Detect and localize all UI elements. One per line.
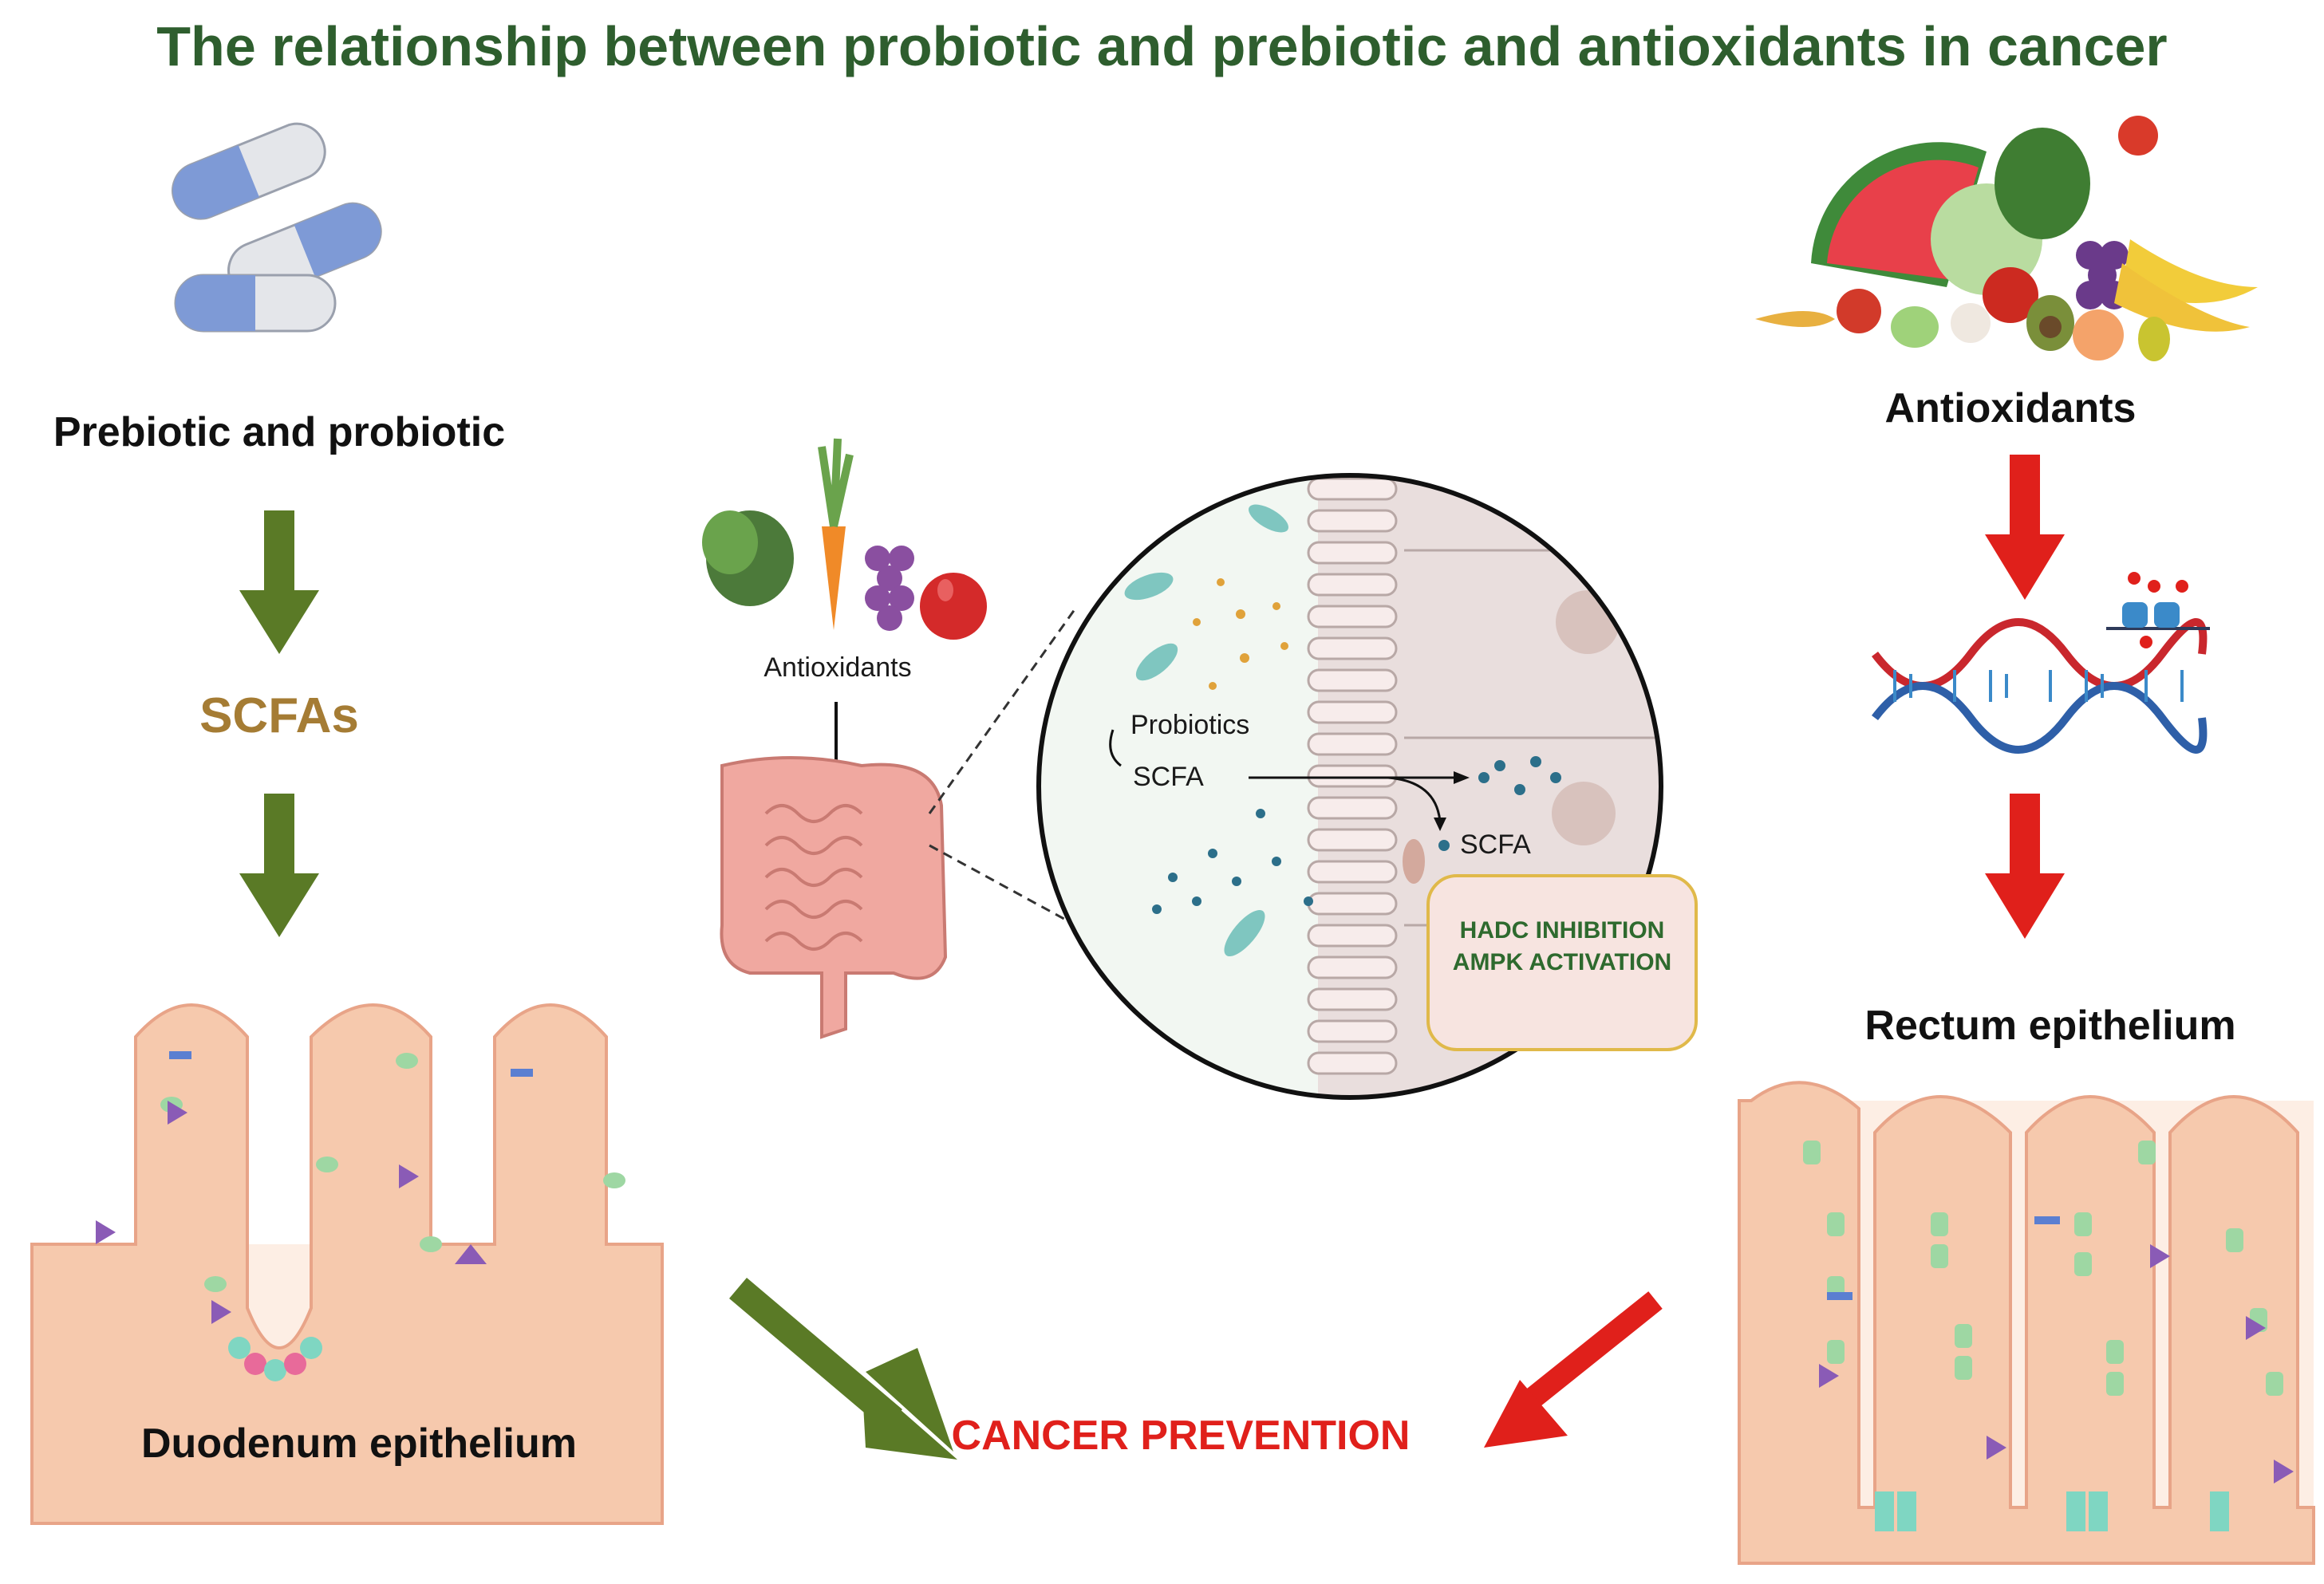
antioxidants-small-label: Antioxidants <box>763 652 912 683</box>
rectum-epithelium-label: Rectum epithelium <box>1864 1003 2236 1049</box>
prebiotic-probiotic-label: Prebiotic and probiotic <box>53 409 506 455</box>
fruits-vegetables-icon <box>1755 116 2258 361</box>
red-arrow-diagonal <box>1484 1291 1663 1448</box>
antioxidants-label: Antioxidants <box>1884 385 2137 431</box>
red-arrow-down-2 <box>1985 794 2065 939</box>
scfa-label-cell: SCFA <box>1460 829 1531 860</box>
red-arrow-down-1 <box>1985 455 2065 600</box>
intestine-illustration <box>720 756 948 1039</box>
probiotics-label: Probiotics <box>1130 710 1250 740</box>
green-arrow-diagonal <box>729 1278 957 1460</box>
rectum-epithelium-illustration <box>1738 1081 2315 1565</box>
vegetables-icon <box>702 438 987 640</box>
duodenum-epithelium-label: Duodenum epithelium <box>141 1420 577 1467</box>
diagram-title: The relationship between probiotic and p… <box>156 15 2168 77</box>
green-arrow-down-2 <box>239 794 319 937</box>
duodenum-epithelium-illustration <box>30 1003 664 1525</box>
dna-helix-icon <box>1872 572 2210 754</box>
mechanism-box <box>1426 874 1698 1051</box>
hadc-inhibition-label: HADC INHIBITION <box>1459 917 1665 944</box>
ampk-activation-label: AMPK ACTIVATION <box>1452 949 1672 975</box>
scfas-label: SCFAs <box>199 688 359 743</box>
green-arrow-down-1 <box>239 510 319 654</box>
scfa-label-lumen: SCFA <box>1133 762 1204 792</box>
cancer-prevention-label: CANCER PREVENTION <box>951 1413 1411 1459</box>
capsule-pills-icon <box>172 122 382 333</box>
